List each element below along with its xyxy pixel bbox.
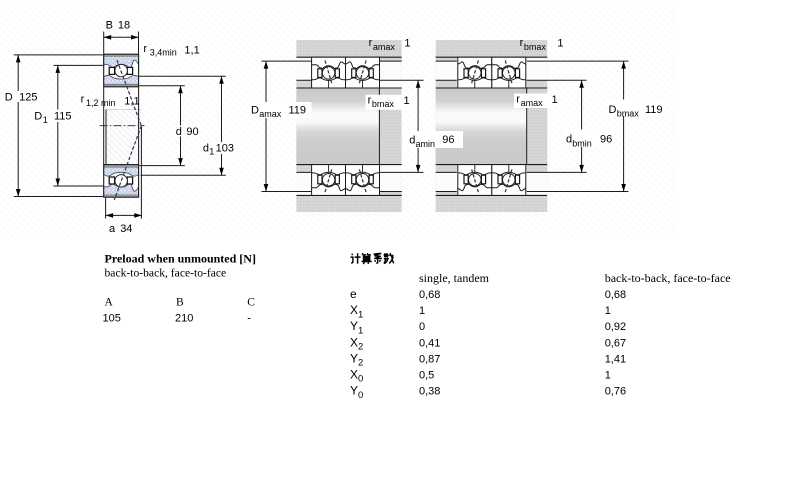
svg-text:210: 210 [175,313,193,325]
svg-text:0,76: 0,76 [605,386,626,398]
svg-text:1: 1 [419,305,425,317]
svg-text:bmax: bmax [524,42,547,52]
svg-text:Y: Y [350,384,358,398]
svg-text:1,41: 1,41 [605,353,626,365]
svg-text:0: 0 [358,390,363,401]
svg-text:1: 1 [209,147,214,157]
svg-text:0,5: 0,5 [419,370,434,382]
svg-text:d: d [176,126,182,138]
svg-text:r: r [81,93,85,105]
svg-text:96: 96 [442,134,454,146]
svg-text:bmax: bmax [372,99,395,109]
svg-text:amax: amax [259,109,282,119]
svg-text:back-to-back, face-to-face: back-to-back, face-to-face [105,267,227,280]
svg-text:1: 1 [43,115,48,125]
svg-text:C: C [247,297,255,309]
svg-text:0: 0 [419,321,425,333]
svg-text:34: 34 [120,223,132,235]
svg-text:D: D [251,104,259,116]
svg-text:a: a [109,223,116,235]
svg-text:r: r [516,93,520,105]
svg-text:0: 0 [358,374,363,385]
svg-text:1: 1 [605,370,611,382]
svg-text:1: 1 [404,38,410,50]
svg-text:96: 96 [600,133,612,145]
svg-text:1: 1 [557,38,563,50]
svg-text:1: 1 [358,325,363,336]
svg-text:0,67: 0,67 [605,337,626,349]
svg-text:X: X [350,335,358,349]
svg-text:Y: Y [350,319,358,333]
svg-text:Preload when unmounted [N]: Preload when unmounted [N] [105,252,256,266]
svg-text:bmax: bmax [617,109,640,119]
svg-text:X: X [350,303,358,317]
svg-text:0,92: 0,92 [605,321,626,333]
svg-text:B: B [106,20,113,32]
svg-text:r: r [369,37,373,49]
svg-text:3,4min: 3,4min [150,47,177,57]
svg-text:125: 125 [19,91,37,103]
svg-text:115: 115 [54,111,72,123]
svg-text:r: r [520,37,524,49]
svg-text:amax: amax [521,98,544,108]
svg-text:back-to-back, face-to-face: back-to-back, face-to-face [605,271,731,285]
svg-text:e: e [350,287,357,301]
svg-text:2: 2 [358,342,363,353]
svg-text:0,87: 0,87 [419,353,440,365]
svg-text:r: r [143,43,147,55]
svg-text:0,68: 0,68 [419,289,440,301]
svg-text:-: - [247,313,251,325]
svg-text:1,1: 1,1 [184,45,199,57]
svg-text:1: 1 [404,95,410,107]
svg-text:X: X [350,368,358,382]
svg-text:0,41: 0,41 [419,337,440,349]
svg-text:2: 2 [358,358,363,369]
svg-text:bmin: bmin [572,138,592,148]
svg-text:1: 1 [358,309,363,320]
svg-text:90: 90 [186,126,198,138]
svg-text:D: D [5,91,13,103]
svg-text:d: d [409,134,415,146]
svg-text:D: D [34,111,42,123]
svg-text:D: D [609,104,617,116]
svg-text:d: d [203,142,209,154]
svg-text:119: 119 [645,104,663,116]
svg-text:1,1: 1,1 [124,96,139,108]
svg-text:d: d [566,134,572,146]
svg-text:18: 18 [118,20,130,32]
svg-text:single, tandem: single, tandem [419,271,490,285]
svg-text:103: 103 [216,142,234,154]
svg-text:1: 1 [552,94,558,106]
svg-text:r: r [368,94,372,106]
svg-text:amin: amin [416,139,436,149]
svg-text:Y: Y [350,351,358,365]
svg-text:105: 105 [103,313,121,325]
svg-text:1,2 min: 1,2 min [86,98,116,108]
svg-text:0,38: 0,38 [419,386,440,398]
svg-text:1: 1 [605,305,611,317]
svg-text:A: A [105,297,114,309]
svg-text:amax: amax [373,42,396,52]
svg-text:119: 119 [289,104,307,116]
svg-text:B: B [176,297,184,309]
svg-text:0,68: 0,68 [605,289,626,301]
